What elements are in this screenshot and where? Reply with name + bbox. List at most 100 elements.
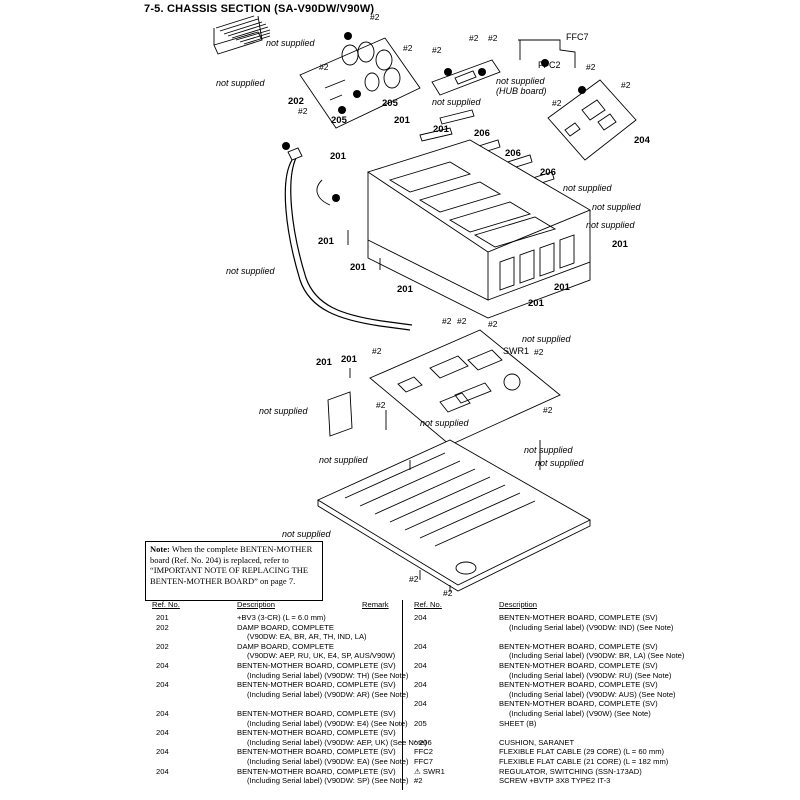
part-description: BENTEN-MOTHER BOARD, COMPLETE (SV)	[499, 661, 658, 670]
ref-201: 201	[612, 239, 628, 250]
part-description: BENTEN-MOTHER BOARD, COMPLETE (SV)	[499, 680, 658, 690]
part-ref-no: 205	[414, 718, 427, 728]
label-not-supplied: not supplied	[266, 38, 315, 48]
ref-201: 201	[433, 124, 449, 135]
part-description: DAMP BOARD, COMPLETE	[237, 641, 334, 651]
screw-marker: #2	[488, 319, 498, 329]
screw-marker: #2	[488, 33, 498, 43]
label-not-supplied: not supplied	[259, 406, 308, 416]
label-not-supplied: not supplied	[216, 78, 265, 88]
part-description: (Including Serial label) (V90W) (See Not…	[509, 709, 651, 718]
ref-205: 205	[331, 115, 347, 126]
part-ref-no: 204	[156, 661, 169, 670]
screw-marker: #2	[372, 346, 382, 356]
part-ref-no: * 206	[414, 737, 432, 747]
label-not-supplied: not supplied	[226, 266, 275, 276]
screw-marker: #2	[543, 405, 553, 415]
mother-board-204	[547, 79, 637, 161]
screw-marker: #2	[409, 574, 419, 584]
screw-marker: #2	[319, 62, 329, 72]
part-description: BENTEN-MOTHER BOARD, COMPLETE (SV)	[237, 709, 396, 718]
part-description: BENTEN-MOTHER BOARD, COMPLETE (SV)	[499, 641, 658, 651]
ref-206: 206	[540, 167, 556, 178]
part-ref-no: 204	[414, 613, 427, 622]
part-ref-no: #2	[414, 776, 423, 786]
ref-201: 201	[350, 262, 366, 273]
ref-201: 201	[316, 357, 332, 368]
screw-marker: #2	[442, 316, 452, 326]
screw-marker: #2	[534, 347, 544, 357]
part-ref-no: FFC7	[414, 757, 433, 766]
note-text: When the complete BENTEN-MOTHER board (R…	[150, 544, 313, 586]
main-chassis	[366, 139, 592, 319]
table-divider	[402, 600, 403, 790]
part-description: BENTEN-MOTHER BOARD, COMPLETE (SV)	[237, 766, 396, 776]
label-not-supplied: not supplied	[522, 334, 571, 344]
screw-marker: #2	[370, 12, 380, 22]
screw-marker: #2	[403, 43, 413, 53]
part-description: (Including Serial label) (V90DW: SP) (Se…	[247, 776, 409, 786]
label-not-supplied: not supplied	[586, 220, 635, 230]
part-description: FLEXIBLE FLAT CABLE (29 CORE) (L = 60 mm…	[499, 747, 665, 757]
part-description: (V90DW: AEP, RU, UK, E4, SP, AUS/V90W)	[247, 651, 396, 661]
part-description: (Including Serial label) (V90DW: TH) (Se…	[247, 670, 409, 680]
part-description: +BV3 (3-CR) (L = 6.0 mm)	[237, 613, 326, 622]
ref-201: 201	[554, 282, 570, 293]
part-description: BENTEN-MOTHER BOARD, COMPLETE (SV)	[237, 728, 396, 738]
label-swr1: SWR1	[503, 346, 530, 356]
part-description: (V90DW: EA, BR, AR, TH, IND, LA)	[247, 632, 367, 642]
part-ref-no: 204	[414, 680, 427, 690]
screw-marker: #2	[298, 106, 308, 116]
header-ref-no: Ref. No.	[152, 600, 180, 609]
part-description: (Including Serial label) (V90DW: IND) (S…	[509, 622, 674, 632]
part-ref-no: 204	[156, 728, 169, 738]
part-description: CUSHION, SARANET	[499, 737, 575, 747]
part-description: (Including Serial label) (V90DW: AR) (Se…	[247, 689, 409, 699]
part-ref-no: ⚠ SWR1	[414, 766, 445, 776]
part-ref-no: 204	[414, 641, 427, 651]
ref-206: 206	[474, 128, 490, 139]
ref-204: 204	[634, 135, 650, 146]
switching-regulator-board	[369, 329, 561, 446]
part-description: (Including Serial label) (V90DW: BR, LA)…	[509, 651, 685, 661]
label-not-supplied: not supplied	[563, 183, 612, 193]
part-description: (Including Serial label) (V90DW: AEP, UK…	[247, 737, 427, 747]
part-description: (Including Serial label) (V90DW: EA) (Se…	[247, 757, 409, 766]
label-ffc2: FFC2	[538, 60, 561, 70]
header-description: Description	[499, 600, 537, 609]
part-description: SHEET (B)	[499, 718, 537, 728]
part-ref-no: 204	[156, 709, 169, 718]
bottom-chassis-plate	[317, 439, 591, 592]
part-description: (Including Serial label) (V90DW: E4) (Se…	[247, 718, 408, 728]
damp-board-202	[299, 37, 421, 129]
part-description: BENTEN-MOTHER BOARD, COMPLETE (SV)	[499, 613, 658, 622]
screw-marker: #2	[586, 62, 596, 72]
label-not-supplied: not supplied	[319, 455, 368, 465]
replacement-note: Note: When the complete BENTEN-MOTHER bo…	[145, 541, 323, 601]
part-description: FLEXIBLE FLAT CABLE (21 CORE) (L = 182 m…	[499, 757, 669, 766]
ref-202: 202	[288, 96, 304, 107]
part-ref-no: 202	[156, 641, 169, 651]
part-description: SCREW +BVTP 3X8 TYPE2 IT-3	[499, 776, 611, 786]
ref-201: 201	[341, 354, 357, 365]
ref-201: 201	[330, 151, 346, 162]
hub-board	[431, 59, 501, 96]
exploded-view-diagram	[213, 15, 637, 592]
part-ref-no: 204	[156, 747, 169, 757]
heatsink-part	[213, 15, 271, 55]
part-ref-no: 204	[156, 766, 169, 776]
part-description: BENTEN-MOTHER BOARD, COMPLETE (SV)	[237, 661, 396, 670]
ref-201: 201	[528, 298, 544, 309]
part-ref-no: 204	[156, 680, 169, 690]
screw-marker: #2	[621, 80, 631, 90]
part-description: BENTEN-MOTHER BOARD, COMPLETE (SV)	[237, 680, 396, 690]
part-description: BENTEN-MOTHER BOARD, COMPLETE (SV)	[499, 699, 658, 709]
label-ffc7: FFC7	[566, 32, 589, 42]
screw-marker: #2	[552, 98, 562, 108]
header-remark: Remark	[362, 600, 389, 609]
header-description: Description	[237, 600, 275, 609]
section-title: 7-5. CHASSIS SECTION (SA-V90DW/V90W)	[144, 3, 375, 15]
header-ref-no: Ref. No.	[414, 600, 442, 609]
screw-marker: #2	[469, 33, 479, 43]
screw-marker: #2	[443, 588, 453, 598]
